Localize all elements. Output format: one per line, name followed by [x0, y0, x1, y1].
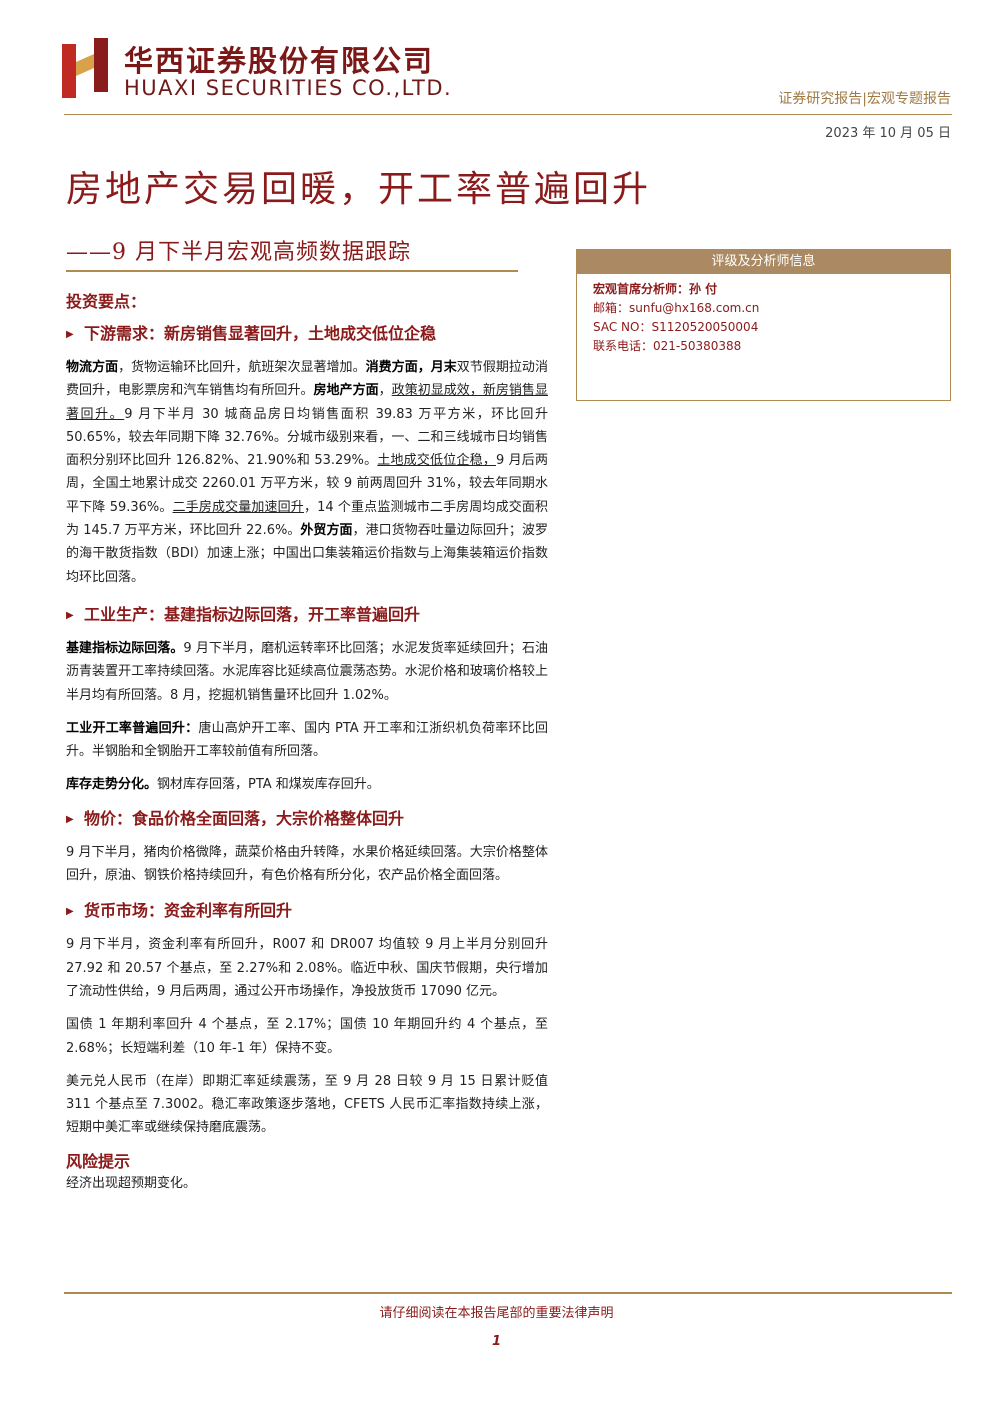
demand-paragraph: 物流方面，货物运输环比回升，航班架次显著增加。消费方面，月末双节假期拉动消费回升…: [66, 360, 548, 585]
huaxi-logo-icon: [62, 38, 108, 98]
key-points-heading: 投资要点：: [66, 292, 147, 311]
report-subtitle: ——9 月下半月宏观高频数据跟踪: [66, 240, 411, 265]
legal-disclaimer: 请仔细阅读在本报告尾部的重要法律声明: [379, 1306, 614, 1321]
analyst-email: 邮箱：sunfu@hx168.com.cn: [593, 301, 760, 315]
money-paragraph-1: 9 月下半月，资金利率有所回升，R007 和 DR007 均值较 9 月上半月分…: [66, 937, 548, 999]
section-heading-industry: ▶工业生产：基建指标边际回落，开工率普遍回升: [66, 603, 548, 627]
subtitle-underline: [66, 270, 518, 272]
report-type: 证券研究报告|宏观专题报告: [778, 91, 951, 107]
section-heading-prices: ▶物价：食品价格全面回落，大宗价格整体回升: [66, 807, 548, 831]
footer-divider: [64, 1292, 952, 1294]
report-title: 房地产交易回暖，开工率普遍回升: [66, 169, 652, 210]
page-number: 1: [491, 1334, 502, 1349]
triangle-bullet-icon: ▶: [66, 906, 74, 918]
analyst-sac: SAC NO：S1120520050004: [593, 320, 759, 334]
industry-paragraph-3: 库存走势分化。钢材库存回落，PTA 和煤炭库存回升。: [66, 777, 380, 793]
triangle-bullet-icon: ▶: [66, 329, 74, 340]
report-date: 2023 年 10 月 05 日: [825, 126, 951, 141]
company-name-en: HUAXI SECURITIES CO.,LTD.: [124, 76, 453, 100]
risk-heading: 风险提示: [66, 1151, 131, 1171]
money-paragraph-3: 美元兑人民币（在岸）即期汇率延续震荡，至 9 月 28 日较 9 月 15 日累…: [66, 1073, 548, 1136]
industry-paragraph-1: 基建指标边际回落。9 月下半月，磨机运转率环比回落；水泥发货率延续回升；石油沥青…: [66, 640, 548, 703]
triangle-bullet-icon: ▶: [66, 813, 74, 825]
header-divider: [64, 114, 952, 115]
money-paragraph-2: 国债 1 年期利率回升 4 个基点，至 2.17%；国债 10 年期回升约 4 …: [66, 1017, 548, 1056]
industry-paragraph-2: 工业开工率普遍回升：唐山高炉开工率、国内 PTA 开工率和江浙织机负荷率环比回升…: [66, 720, 548, 760]
analyst-phone: 联系电话：021-50380388: [593, 339, 742, 353]
risk-text: 经济出现超预期变化。: [66, 1175, 197, 1191]
analyst-info-box: 评级及分析师信息 宏观首席分析师：孙 付 邮箱：sunfu@hx168.com.…: [576, 249, 951, 401]
analyst-role: 宏观首席分析师：孙 付: [593, 282, 718, 296]
prices-paragraph: 9 月下半月，猪肉价格微降，蔬菜价格由升转降，水果价格延续回落。大宗价格整体回升…: [66, 844, 548, 884]
section-heading-demand: ▶下游需求：新房销售显著回升，土地成交低位企稳: [66, 322, 548, 346]
triangle-bullet-icon: ▶: [66, 609, 74, 621]
analyst-box-header: 评级及分析师信息: [577, 250, 950, 274]
report-body: 投资要点： ▶下游需求：新房销售显著回升，土地成交低位企稳 物流方面，货物运输环…: [66, 290, 548, 1194]
section-heading-money: ▶货币市场：资金利率有所回升: [66, 899, 548, 923]
company-name-cn: 华西证券股份有限公司: [124, 44, 435, 78]
